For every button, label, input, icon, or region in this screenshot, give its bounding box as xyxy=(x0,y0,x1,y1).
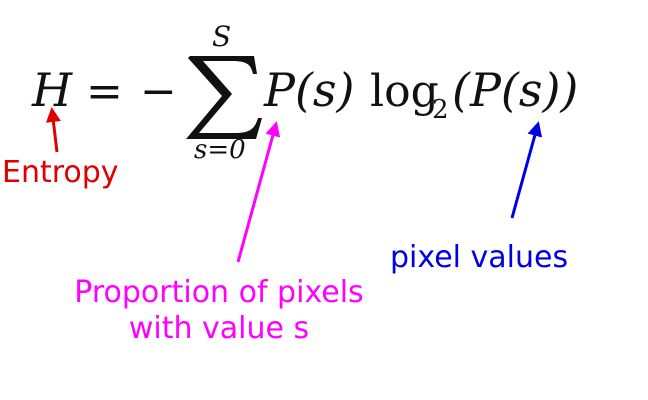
log-argument: (P(s)) xyxy=(452,63,578,117)
minus-sign: − xyxy=(140,66,177,117)
probability-term: P(s) xyxy=(263,63,354,117)
summation-icon xyxy=(186,56,262,139)
equals-sign: = xyxy=(86,66,123,117)
entropy-label-text: Entropy xyxy=(2,155,119,190)
proportion-arrow xyxy=(236,121,281,263)
pixel-values-arrow xyxy=(510,121,543,219)
log-base: 2 xyxy=(432,95,449,125)
pixel-values-label-text: pixel values xyxy=(390,240,569,275)
pixel-values-label: pixel values xyxy=(390,240,568,276)
proportion-label: Proportion of pixels with value s xyxy=(60,275,378,347)
entropy-arrow xyxy=(45,107,61,153)
entropy-label: Entropy xyxy=(2,155,119,191)
sum-upper-limit: S xyxy=(212,20,231,53)
sum-lower-limit: s=0 xyxy=(194,135,246,165)
entropy-symbol: H xyxy=(31,63,73,117)
log-function: log xyxy=(370,66,439,117)
proportion-label-line2: with value s xyxy=(128,311,310,346)
proportion-label-line1: Proportion of pixels xyxy=(74,275,364,310)
